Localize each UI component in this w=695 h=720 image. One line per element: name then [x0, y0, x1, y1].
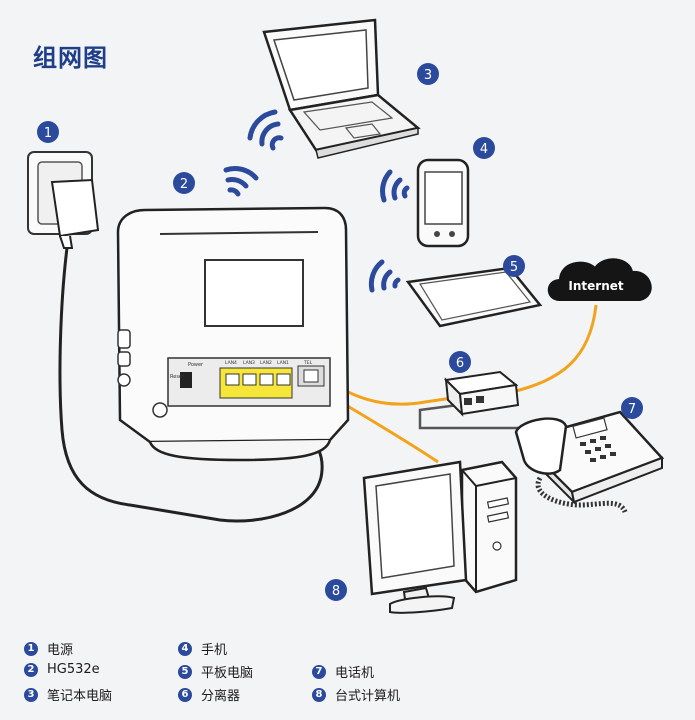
internet-cable	[511, 304, 598, 394]
router-hg532e: Reset Power LAN4 LAN3 LAN2 LAN1 TEL	[116, 206, 350, 462]
legend-label: 笔记本电脑	[47, 689, 113, 704]
legend-label: 手机	[201, 643, 228, 658]
power-label: Power	[188, 362, 204, 368]
lan1-label: LAN1	[277, 360, 289, 366]
legend-label: 电话机	[335, 666, 375, 681]
svg-text:2: 2	[180, 177, 188, 192]
svg-text:3: 3	[424, 68, 432, 83]
legend-number: 2	[24, 662, 38, 677]
tablet	[405, 266, 543, 328]
legend-label: 平板电脑	[201, 666, 254, 681]
legend-number: 3	[24, 687, 38, 702]
laptop-wifi-icon	[247, 109, 284, 151]
badge-7: 7	[621, 397, 643, 419]
legend-item-desktop: 8 台式计算机	[312, 685, 400, 704]
badge-6: 6	[449, 351, 471, 373]
legend-item-power: 1 电源	[24, 639, 73, 658]
legend-item-desk-phone: 7 电话机	[312, 662, 374, 681]
badge-2: 2	[173, 172, 195, 194]
svg-text:6: 6	[456, 356, 464, 371]
power-adapter	[27, 151, 100, 249]
legend-label: 电源	[47, 643, 74, 658]
smartphone	[416, 158, 470, 248]
page-title: 组网图	[33, 44, 108, 72]
internet-label: Internet	[568, 279, 623, 293]
badge-5: 5	[503, 255, 525, 277]
badge-4: 4	[473, 137, 495, 159]
splitter	[443, 370, 520, 417]
legend: 1 电源 2 HG532e 3 笔记本电脑 4 手机 5 平板电脑 6 分离器 …	[24, 635, 664, 715]
legend-item-tablet: 5 平板电脑	[178, 662, 253, 681]
desktop-computer	[362, 460, 518, 614]
router-wifi-icon	[223, 166, 259, 197]
phone-wifi-icon	[380, 169, 410, 203]
legend-number: 6	[178, 687, 192, 702]
svg-text:7: 7	[628, 402, 636, 417]
laptop	[262, 18, 421, 159]
internet-cloud: Internet	[547, 258, 652, 301]
badge-3: 3	[417, 63, 439, 85]
legend-number: 8	[312, 687, 326, 702]
lan2-label: LAN2	[260, 360, 272, 366]
svg-text:1: 1	[44, 126, 52, 141]
legend-item-router: 2 HG532e	[24, 662, 100, 677]
legend-label: 台式计算机	[335, 689, 401, 704]
lan4-label: LAN4	[225, 360, 237, 366]
reset-label: Reset	[170, 374, 184, 380]
svg-text:4: 4	[480, 142, 488, 157]
legend-number: 7	[312, 664, 326, 679]
badge-1: 1	[37, 121, 59, 143]
legend-item-phone: 4 手机	[178, 639, 227, 658]
legend-item-laptop: 3 笔记本电脑	[24, 685, 112, 704]
lan3-label: LAN3	[243, 360, 255, 366]
legend-number: 4	[178, 641, 192, 656]
svg-text:8: 8	[332, 584, 340, 599]
legend-number: 1	[24, 641, 38, 656]
tel-label: TEL	[303, 360, 313, 366]
legend-number: 5	[178, 664, 192, 679]
desk-phone	[514, 410, 665, 514]
legend-label: HG532e	[47, 662, 100, 677]
svg-text:5: 5	[510, 260, 518, 275]
badge-8: 8	[325, 579, 347, 601]
legend-label: 分离器	[201, 689, 241, 704]
tablet-wifi-icon	[368, 259, 401, 293]
legend-item-splitter: 6 分离器	[178, 685, 240, 704]
phone-cable	[418, 403, 525, 430]
